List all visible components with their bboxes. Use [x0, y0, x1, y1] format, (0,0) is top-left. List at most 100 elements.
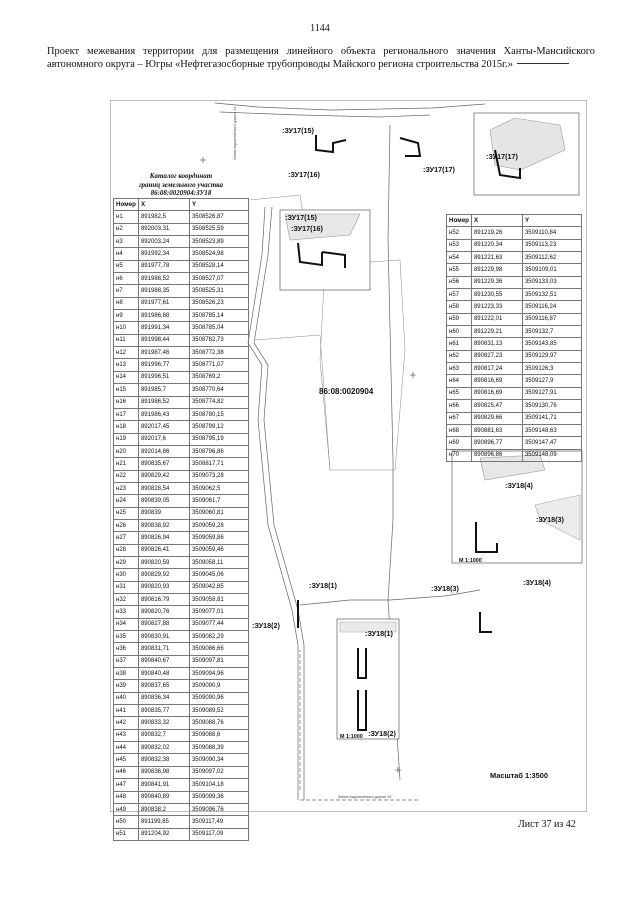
map-frame [110, 100, 587, 812]
coord-y: 3509077,01 [188, 605, 250, 619]
coord-y: 3509089,52 [188, 704, 250, 718]
coord-x: 890820,93 [137, 580, 190, 595]
point-number: н39 [113, 679, 139, 693]
point-number: н65 [446, 386, 472, 401]
coord-x: 890831,71 [137, 642, 190, 656]
coord-y: 3508774,82 [188, 395, 250, 409]
point-number: н19 [113, 432, 139, 446]
coord-y: 3508785,14 [188, 309, 250, 323]
coord-y: 3509127,91 [521, 386, 583, 401]
point-number: н38 [113, 667, 139, 681]
coord-y: 3509058,11 [188, 555, 250, 570]
point-number: н63 [446, 362, 472, 376]
upper-road [214, 102, 486, 111]
label-zu17-inset2: :ЗУ17(15) [285, 213, 317, 222]
coord-x: 890832,7 [137, 728, 190, 743]
coord-y: 3508528,14 [188, 259, 250, 274]
table-header-row: Номер X Y [446, 213, 583, 228]
point-number: н27 [113, 531, 139, 545]
coord-x: 891204,92 [137, 827, 190, 841]
header-x: X [137, 197, 190, 212]
header-y: Y [521, 213, 583, 228]
header-number: Номер [446, 213, 472, 228]
coord-y: 3509132,7 [521, 325, 583, 339]
point-number: н32 [113, 592, 139, 607]
inset-hatch-5 [339, 621, 397, 633]
coord-x: 890839 [137, 506, 190, 520]
point-number: н59 [446, 312, 472, 327]
coord-y: 3509082,29 [188, 630, 250, 644]
point-number: н46 [113, 765, 139, 780]
coord-y: 3509116,24 [521, 300, 583, 314]
point-number: н16 [113, 395, 139, 409]
coord-x: 890826,94 [137, 531, 190, 545]
coord-y: 3508525,59 [188, 222, 250, 237]
coord-y: 3508525,31 [188, 284, 250, 298]
point-number: н40 [113, 691, 139, 706]
point-number: н34 [113, 617, 139, 632]
coord-x: 891229,21 [470, 325, 523, 339]
coord-x: 891988,35 [137, 284, 190, 298]
point-number: н26 [113, 518, 139, 533]
coord-x: 891992,34 [137, 247, 190, 261]
inset-hatch-4 [534, 494, 581, 541]
point-number: н45 [113, 753, 139, 767]
coord-y: 3509147,47 [521, 436, 583, 450]
label-zu18-4: :ЗУ18(4) [523, 578, 551, 587]
inset-zu17-top [279, 112, 583, 740]
coord-x: 891991,34 [137, 321, 190, 335]
point-number: н54 [446, 251, 472, 265]
point-number: н11 [113, 333, 139, 348]
coord-x: 891977,78 [137, 259, 190, 274]
coord-y: 3509126,3 [521, 362, 583, 376]
point-number: н22 [113, 469, 139, 483]
label-zu18-2-inset: :ЗУ18(2) [368, 729, 396, 738]
parcel-boundary [319, 259, 406, 471]
coord-y: 3509132,51 [521, 288, 583, 302]
point-number: н2 [113, 222, 139, 237]
parcel-zu17-inset2b [321, 251, 346, 268]
coord-x: 890820,59 [137, 555, 190, 570]
coord-y: 3509113,23 [521, 238, 583, 253]
catalog-heading: Каталог координат границ земельного учас… [116, 172, 246, 198]
coord-x: 890881,63 [470, 423, 523, 438]
road-labels: Линия подключения к дороге 24 Линия подк… [233, 107, 391, 799]
coord-x: 891199,85 [137, 815, 190, 829]
coord-y: 3509141,71 [521, 411, 583, 425]
coord-y: 3509129,97 [521, 349, 583, 364]
catalog-heading-3: 86:08:0020904:ЗУ18 [150, 189, 212, 198]
coord-x: 890825,47 [470, 399, 523, 413]
point-number: н36 [113, 642, 139, 656]
parcel-zu18-main2 [357, 690, 367, 731]
coord-x: 891229,98 [470, 263, 523, 277]
coord-y: 3508772,38 [188, 346, 250, 360]
coord-x: 890827,88 [137, 617, 190, 632]
point-number: н31 [113, 580, 139, 595]
